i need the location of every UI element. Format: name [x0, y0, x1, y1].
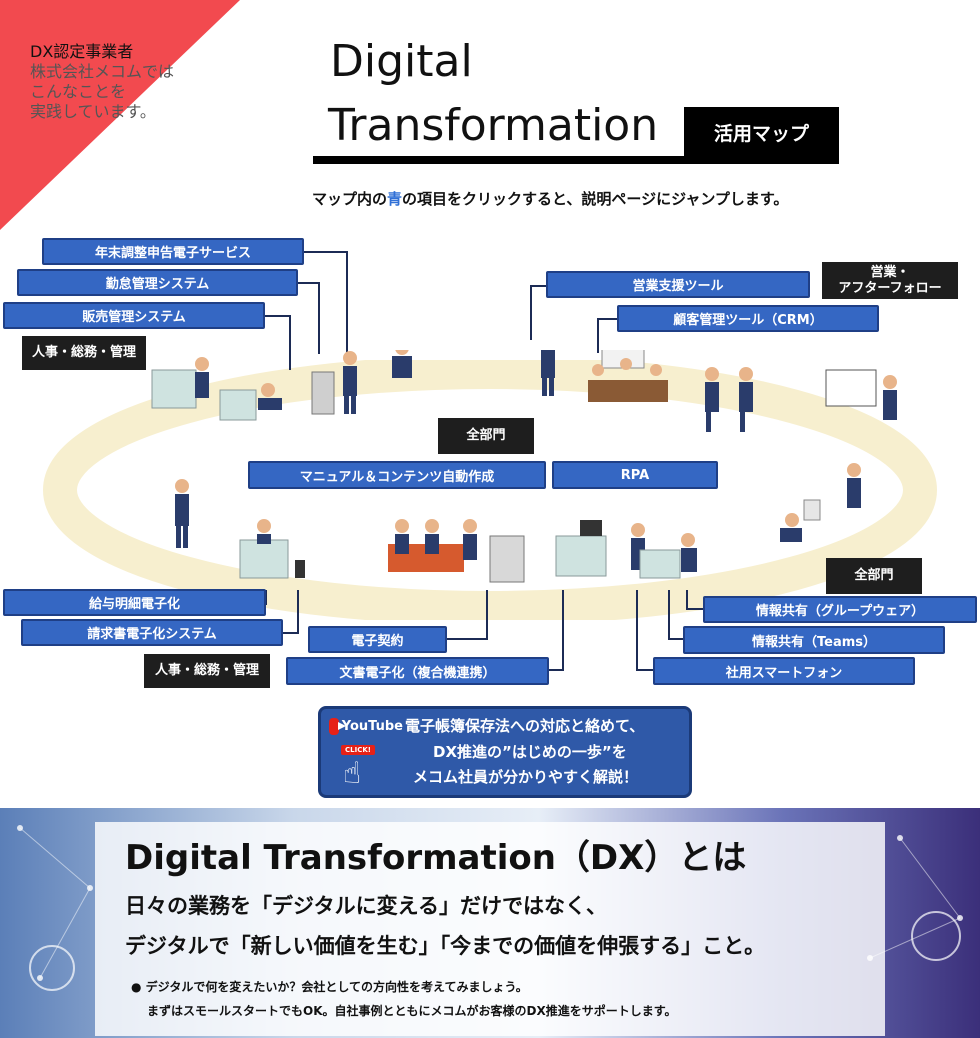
- button-payslip[interactable]: 給与明細電子化: [3, 589, 266, 616]
- button-year-end-adjustment[interactable]: 年末調整申告電子サービス: [42, 238, 304, 265]
- network-background: [17, 825, 963, 991]
- map-tag: 活用マップ: [684, 107, 839, 157]
- connector-line: [297, 282, 319, 284]
- dx-card: Digital Transformation（DX）とは 日々の業務を「デジタル…: [95, 822, 885, 1036]
- intro-line: こんなことを: [30, 82, 127, 101]
- button-teams[interactable]: 情報共有（Teams）: [683, 626, 945, 654]
- button-e-contract[interactable]: 電子契約: [308, 626, 447, 653]
- title-underline: [313, 156, 839, 164]
- tag-hr-bottom: 人事・総務・管理: [144, 654, 270, 688]
- connector-line: [530, 285, 532, 340]
- button-smartphone[interactable]: 社用スマートフォン: [653, 657, 915, 685]
- click-badge: CLICK!: [341, 745, 375, 755]
- connector-line: [303, 251, 348, 253]
- youtube-logo-text: YouTube: [341, 718, 403, 734]
- youtube-line: 電子帳簿保存法への対応と絡めて、: [405, 717, 645, 735]
- intro-line: DX認定事業者: [30, 42, 134, 61]
- page-title-line1: Digital: [330, 36, 473, 87]
- connector-line: [446, 638, 488, 640]
- button-sales-management[interactable]: 販売管理システム: [3, 302, 265, 329]
- connector-line: [686, 608, 704, 610]
- youtube-line: メコム社員が分かりやすく解説！: [413, 768, 639, 786]
- office-illustration: [151, 350, 897, 583]
- youtube-logo: YouTube: [329, 717, 403, 735]
- connector-line: [668, 638, 684, 640]
- youtube-banner[interactable]: YouTube CLICK! ☝ 電子帳簿保存法への対応と絡めて、 DX推進の”…: [318, 706, 692, 798]
- connector-line: [289, 315, 291, 370]
- instruction-post: の項目をクリックすると、説明ページにジャンプします。: [402, 190, 789, 208]
- tag-hr-top: 人事・総務・管理: [22, 336, 146, 370]
- connector-line: [264, 315, 290, 317]
- tag-sales-line2: アフターフォロー: [838, 280, 942, 296]
- dx-bullet-2: まずはスモールスタートでもOK。自社事例とともにメコムがお客様のDX推進をサポー…: [147, 1004, 677, 1018]
- tag-sales: 営業・ アフターフォロー: [822, 262, 958, 299]
- button-crm[interactable]: 顧客管理ツール（CRM）: [617, 305, 879, 332]
- button-attendance-system[interactable]: 勤怠管理システム: [17, 269, 298, 296]
- instruction-blue-word: 青: [387, 190, 403, 208]
- connector-line: [668, 590, 670, 640]
- dx-definition-line1: 日々の業務を「デジタルに変える」だけではなく、: [125, 894, 607, 918]
- button-invoice-system[interactable]: 請求書電子化システム: [21, 619, 283, 646]
- intro-line: 株式会社メコムでは: [30, 62, 175, 81]
- button-rpa[interactable]: RPA: [552, 461, 718, 489]
- connector-line: [686, 590, 688, 610]
- connector-line: [636, 669, 654, 671]
- connector-line: [282, 632, 299, 634]
- button-groupware[interactable]: 情報共有（グループウェア）: [703, 596, 977, 623]
- intro-text: DX認定事業者 株式会社メコムでは こんなことを 実践しています。: [30, 42, 174, 122]
- connector-line: [548, 669, 564, 671]
- dx-bullet-1: ● デジタルで何を変えたいか？会社としての方向性を考えてみましょう。: [131, 980, 528, 994]
- office-ring: [43, 360, 937, 620]
- connector-line: [318, 282, 320, 354]
- connector-line: [597, 318, 619, 320]
- instruction-pre: マップ内の: [312, 190, 388, 208]
- button-document-digitization[interactable]: 文書電子化（複合機連携）: [286, 657, 549, 685]
- dx-section: Digital Transformation（DX）とは 日々の業務を「デジタル…: [0, 808, 980, 1038]
- youtube-line: DX推進の”はじめの一歩”を: [433, 743, 627, 761]
- button-manual-contents[interactable]: マニュアル＆コンテンツ自動作成: [248, 461, 546, 489]
- connector-line: [346, 251, 348, 356]
- connector-line: [530, 285, 548, 287]
- tag-all-departments-center: 全部門: [438, 418, 534, 454]
- instruction-text: マップ内の青の項目をクリックすると、説明ページにジャンプします。: [312, 188, 788, 209]
- connector-line: [597, 318, 599, 353]
- connector-line: [562, 590, 564, 670]
- connector-line: [636, 590, 638, 670]
- intro-line: 実践しています。: [30, 102, 156, 121]
- tag-sales-line1: 営業・: [870, 264, 910, 280]
- dx-definition-line2: デジタルで「新しい価値を生む」「今までの価値を伸張する」こと。: [125, 934, 766, 958]
- play-icon: [329, 717, 346, 735]
- connector-line: [265, 590, 267, 605]
- connector-line: [297, 590, 299, 634]
- button-sales-support-tool[interactable]: 営業支援ツール: [546, 271, 810, 298]
- connector-line: [486, 590, 488, 640]
- dx-title: Digital Transformation（DX）とは: [125, 838, 747, 878]
- tag-all-departments-right: 全部門: [826, 558, 922, 594]
- pointing-hand-icon: ☝: [343, 756, 362, 791]
- page-title-line2: Transformation: [328, 100, 659, 151]
